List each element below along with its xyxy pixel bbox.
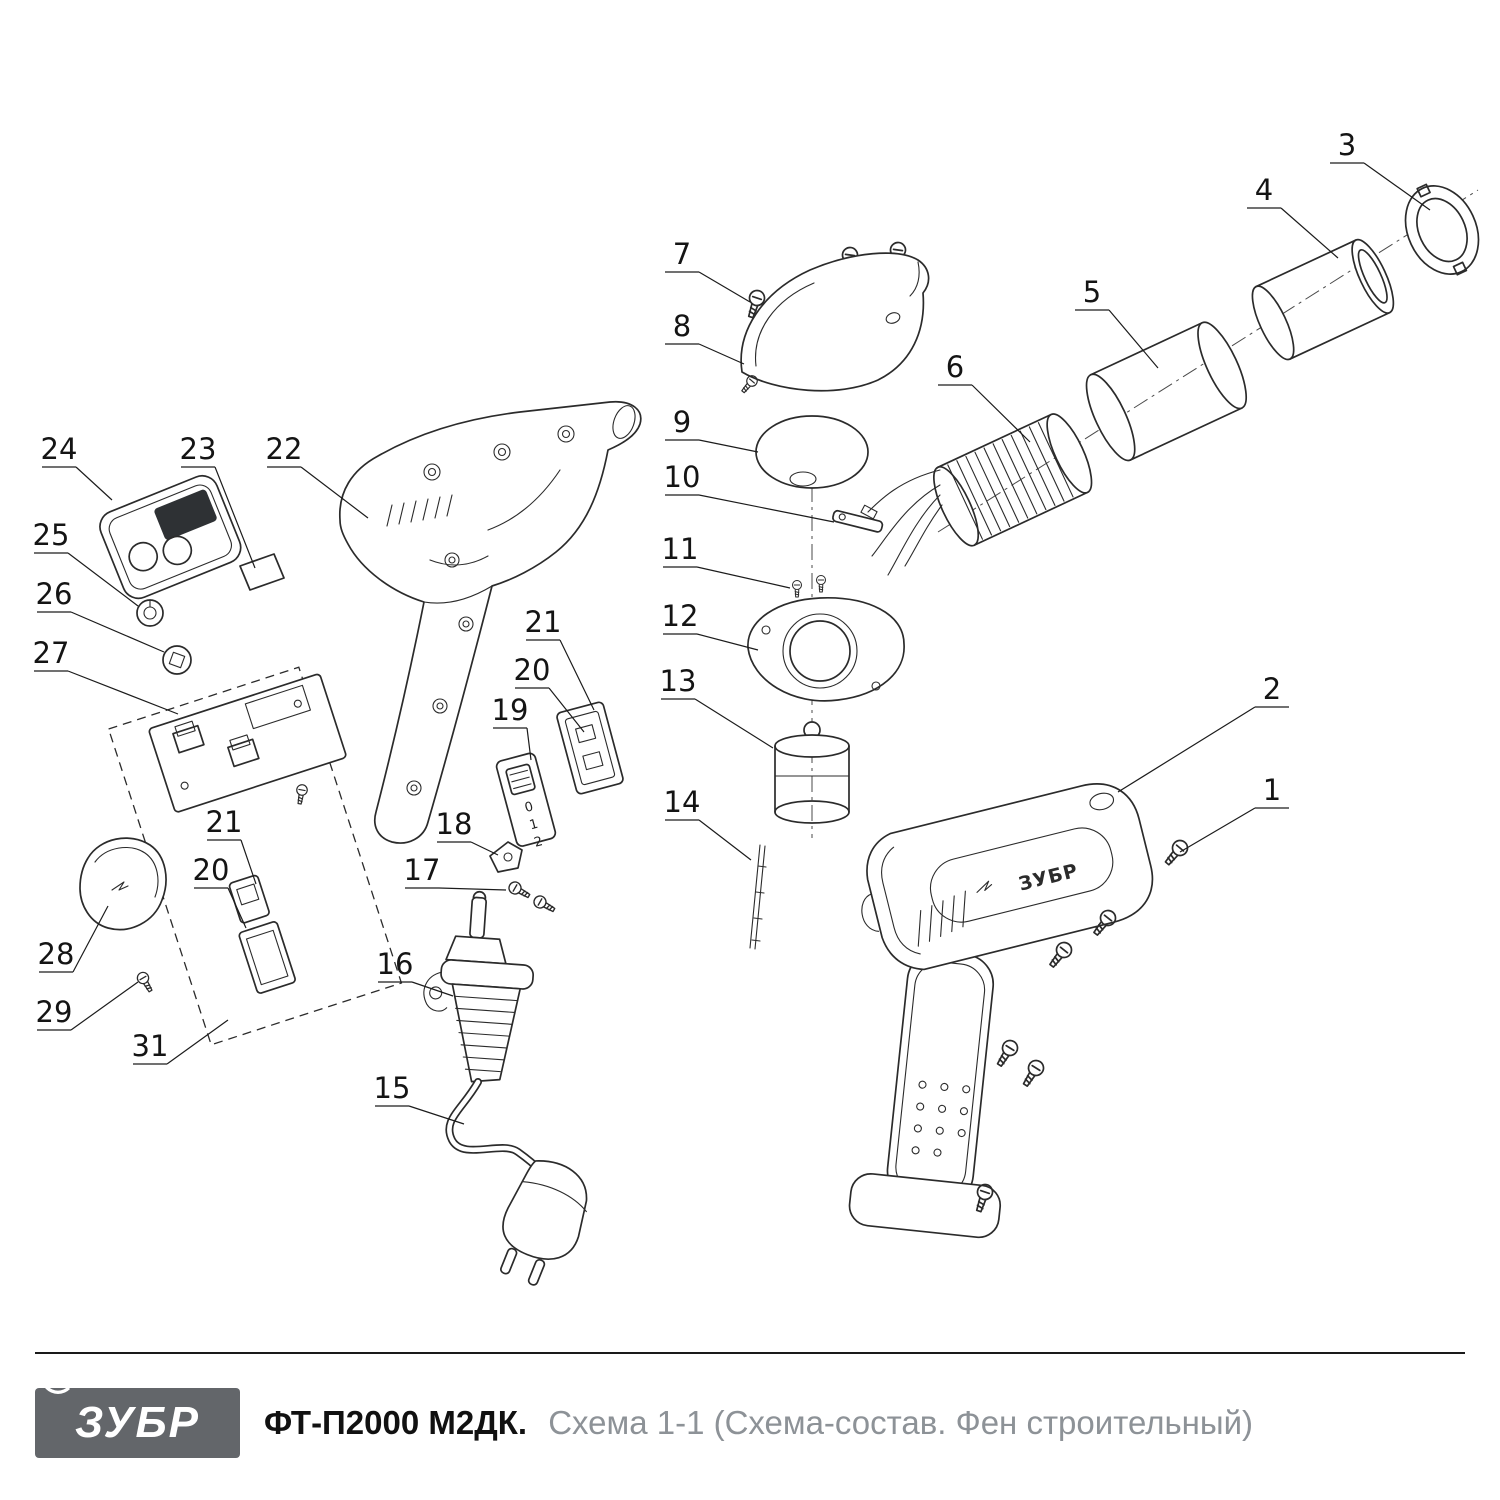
- part-label-6: 6: [946, 350, 964, 384]
- heating-element-drawing: [860, 413, 1093, 576]
- screw-29-drawing: [134, 969, 157, 995]
- part-label-11: 11: [662, 532, 699, 566]
- part-label-20: 20: [514, 653, 551, 687]
- diagram-caption: ФТ-П2000 М2ДК. Схема 1-1 (Схема-состав. …: [264, 1404, 1253, 1442]
- knob-26-drawing: [162, 645, 192, 675]
- zubr-logo-icon: [40, 1359, 76, 1395]
- brand-name: ЗУБР: [75, 1398, 200, 1447]
- kit-switch-drawing: [228, 874, 296, 994]
- gun-barrel: ЗУБР: [861, 783, 1154, 971]
- inner-tube-drawing: [1251, 238, 1395, 361]
- part-label-16: 16: [377, 947, 414, 981]
- switch-scale-1: 1: [528, 817, 540, 834]
- insert-card-drawing: [239, 553, 285, 591]
- cover-screws-drawing: [791, 574, 827, 598]
- pcb-drawing: [148, 673, 347, 813]
- motor-drawing: [774, 721, 850, 824]
- power-cord-drawing: [445, 1078, 588, 1286]
- display-module-drawing: [99, 474, 242, 600]
- fan-plate-drawing: [755, 415, 869, 489]
- top-cover-drawing: [738, 252, 930, 396]
- part-label-19: 19: [492, 693, 529, 727]
- title-block: ЗУБР ФТ-П2000 М2ДК. Схема 1-1 (Схема-сос…: [35, 1352, 1465, 1458]
- nozzle-ring-drawing: [1404, 183, 1480, 276]
- part-label-2: 2: [1263, 672, 1281, 706]
- housing-half-drawing: [339, 400, 642, 844]
- part-label-24: 24: [41, 432, 78, 466]
- shaft-rod-drawing: [749, 844, 767, 950]
- zubr-logo: ЗУБР: [35, 1359, 240, 1458]
- part-labels: 1 2 3 4 5 6 7 8 9 10 11 12 13 14 15 16 1…: [33, 128, 1357, 1105]
- part-label-14: 14: [664, 785, 701, 819]
- fan-housing-drawing: [747, 597, 905, 702]
- handle-screws-drawing: [506, 879, 558, 916]
- scheme-subtitle: Схема 1-1 (Схема-состав. Фен строительны…: [548, 1404, 1254, 1441]
- model-name: ФТ-П2000 М2ДК.: [264, 1404, 528, 1441]
- part-label-21: 21: [525, 605, 562, 639]
- part-label-15: 15: [374, 1071, 411, 1105]
- part-label-28: 28: [38, 937, 75, 971]
- switch-scale-0: 0: [523, 799, 535, 816]
- part-label-22: 22: [266, 432, 303, 466]
- side-cover-drawing: [79, 837, 167, 931]
- gun-handle: [848, 950, 1002, 1239]
- part-label-17: 17: [404, 853, 441, 887]
- part-label-18: 18: [436, 807, 473, 841]
- assembled-gun-drawing: ЗУБР: [848, 783, 1192, 1239]
- part-label-1: 1: [1263, 773, 1281, 807]
- switch-scale-2: 2: [533, 834, 545, 851]
- switch-body-drawing: [556, 701, 624, 795]
- knob-25-drawing: [136, 599, 164, 627]
- leader-lines: [34, 162, 1431, 1125]
- cord-clamp-drawing: [489, 841, 523, 873]
- part-label-20-kit: 20: [193, 853, 230, 887]
- part-label-3: 3: [1338, 128, 1356, 162]
- part-label-9: 9: [673, 405, 691, 439]
- switch-slider-drawing: 0 1 2: [495, 752, 557, 851]
- part-label-8: 8: [673, 309, 691, 343]
- part-label-25: 25: [33, 518, 70, 552]
- part-label-4: 4: [1255, 173, 1273, 207]
- part-label-27: 27: [33, 636, 70, 670]
- kit-dashed-box: [107, 666, 403, 1046]
- part-label-29: 29: [36, 995, 73, 1029]
- part-label-23: 23: [180, 432, 217, 466]
- part-label-5: 5: [1083, 275, 1101, 309]
- part-label-21-kit: 21: [206, 805, 243, 839]
- part-label-7: 7: [673, 237, 691, 271]
- part-label-10: 10: [664, 460, 701, 494]
- zubr-mark-icon: [111, 881, 129, 891]
- part-label-31: 31: [132, 1029, 169, 1063]
- part-label-26: 26: [36, 577, 73, 611]
- part-label-13: 13: [660, 664, 697, 698]
- part-label-12: 12: [662, 599, 699, 633]
- cord-grommet-drawing: [423, 890, 535, 1083]
- bracket-drawing: [832, 509, 884, 533]
- outer-tube-drawing: [1085, 321, 1248, 462]
